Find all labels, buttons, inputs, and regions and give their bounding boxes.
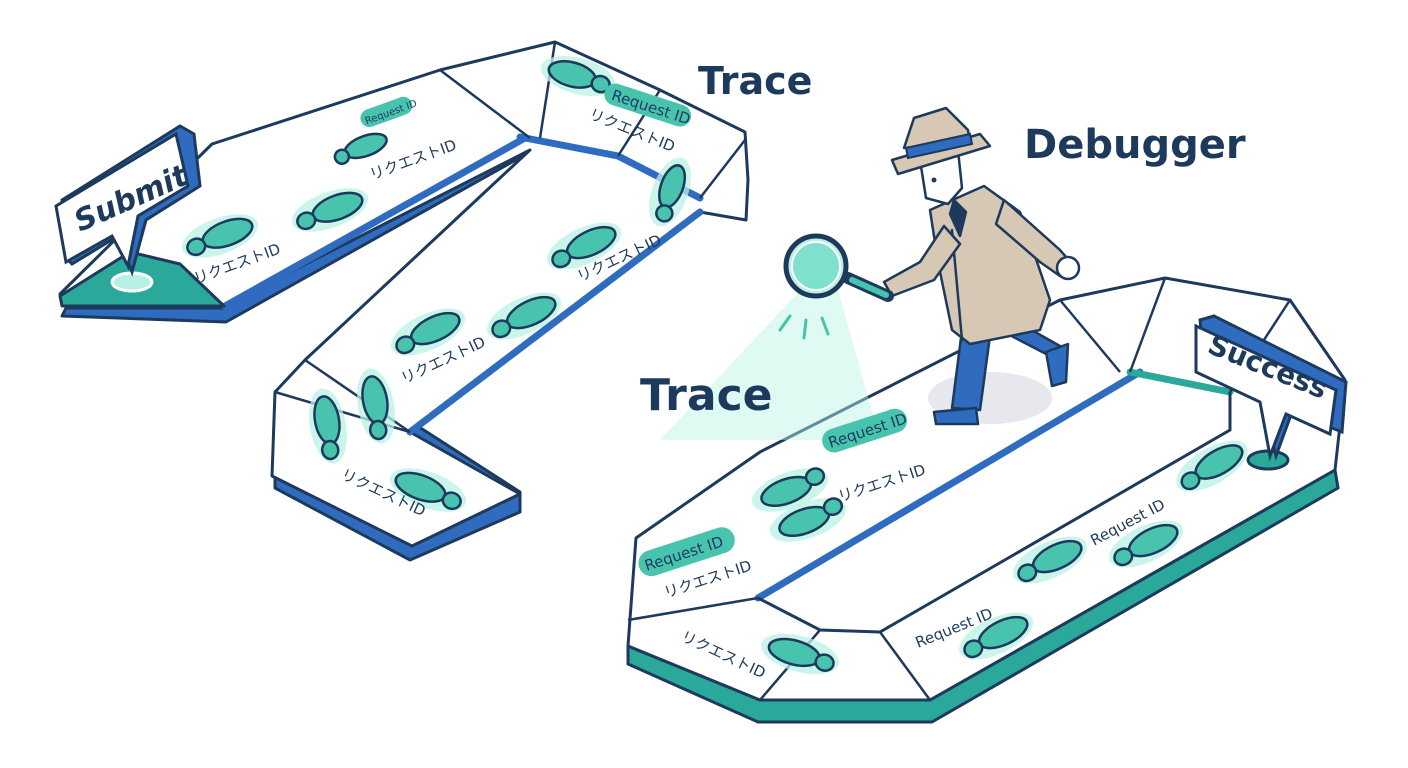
footprints xyxy=(181,56,1248,675)
footprint-icon xyxy=(958,612,1034,660)
footprint-icon xyxy=(1176,440,1248,492)
footprint-icon xyxy=(649,157,691,227)
debugger-title: Debugger xyxy=(1024,122,1246,168)
footprint-icon xyxy=(541,56,615,96)
magnifying-glass-icon xyxy=(778,233,894,340)
footprint-icon xyxy=(181,214,259,258)
footprint-icon xyxy=(751,467,829,512)
footprint-icon xyxy=(1108,520,1184,568)
detective-figure xyxy=(882,106,1081,426)
footprint-icon xyxy=(333,132,388,165)
footprint-icon xyxy=(291,188,369,232)
trace-title-top: Trace xyxy=(698,59,812,103)
right-path xyxy=(626,276,1347,724)
footprint-icon xyxy=(1012,536,1088,584)
trace-title-mid: Trace xyxy=(640,370,773,421)
footprint-icon xyxy=(389,468,467,512)
footprint-icon xyxy=(357,368,395,444)
magnifier-beam xyxy=(660,282,880,440)
footprint-icon xyxy=(309,388,347,464)
footprint-icon xyxy=(486,292,562,340)
footprint-icon xyxy=(761,633,839,675)
footprint-icon xyxy=(769,497,847,542)
footprint-icon xyxy=(546,222,622,270)
footprint-icon xyxy=(390,308,466,356)
